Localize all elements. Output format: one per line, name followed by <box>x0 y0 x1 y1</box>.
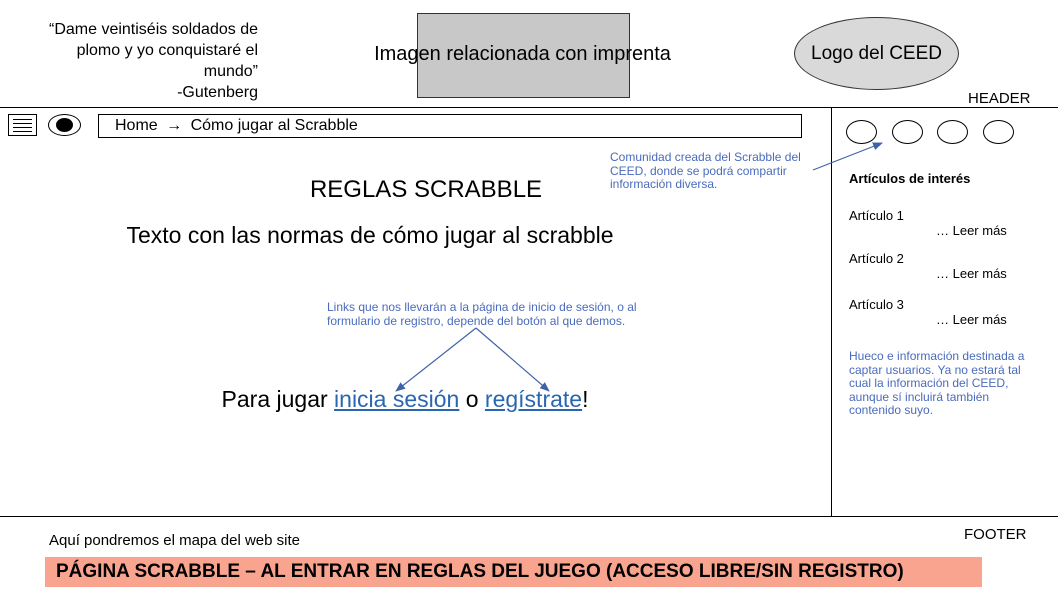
annotation-line: contenido suyo. <box>849 403 934 417</box>
annotation-line: CEED, donde se podrá compartir <box>610 163 787 178</box>
ceed-logo[interactable]: Logo del CEED <box>794 17 959 90</box>
read-more-link[interactable]: … Leer más <box>936 266 1007 281</box>
sitemap-placeholder: Aquí pondremos el mapa del web site <box>49 532 300 549</box>
article-title[interactable]: Artículo 2 <box>849 251 904 266</box>
read-more-link[interactable]: … Leer más <box>936 223 1007 238</box>
community-circle-icon[interactable] <box>983 120 1014 144</box>
register-link[interactable]: regístrate <box>484 386 583 412</box>
cta-suffix: ! <box>582 386 589 412</box>
eye-icon[interactable] <box>48 114 81 136</box>
aside-divider <box>831 107 832 516</box>
links-annotation: Links que nos llevarán a la página de in… <box>327 300 657 328</box>
page-banner: PÁGINA SCRABBLE – AL ENTRAR EN REGLAS DE… <box>45 557 982 587</box>
arrow-to-login <box>395 327 477 392</box>
annotation-line: cual la información del CEED, <box>849 376 1009 390</box>
cta-prefix: Para jugar <box>221 386 335 412</box>
community-circle-icon[interactable] <box>937 120 968 144</box>
annotation-line: formulario de registro, depende del botó… <box>327 313 626 328</box>
header-divider <box>0 107 1058 108</box>
community-annotation: Comunidad creada del Scrabble del CEED, … <box>610 150 820 192</box>
quote-line: mundo” <box>203 63 258 80</box>
annotation-line: información diversa. <box>610 177 718 191</box>
breadcrumb: Home → Cómo jugar al Scrabble <box>98 114 802 138</box>
header-image-caption: Imagen relacionada con imprenta <box>374 43 671 65</box>
breadcrumb-home[interactable]: Home <box>115 117 158 134</box>
menu-icon[interactable] <box>8 114 37 136</box>
article-title[interactable]: Artículo 3 <box>849 297 904 312</box>
article-title[interactable]: Artículo 1 <box>849 208 904 223</box>
community-circle-icon[interactable] <box>892 120 923 144</box>
annotation-line: Comunidad creada del Scrabble del <box>610 150 801 164</box>
footer-tag: FOOTER <box>964 526 1027 543</box>
arrow-to-register <box>475 327 550 392</box>
header-tag: HEADER <box>968 90 1031 107</box>
login-call-to-action: Para jugar inicia sesión o regístrate! <box>160 386 650 413</box>
footer-divider <box>0 516 1058 517</box>
articles-heading: Artículos de interés <box>849 171 971 186</box>
page-title: REGLAS SCRABBLE <box>309 176 543 203</box>
breadcrumb-arrow-icon: → <box>166 117 183 134</box>
breadcrumb-current: Cómo jugar al Scrabble <box>190 117 358 134</box>
annotation-line: Links que nos llevarán a la página de in… <box>327 300 637 314</box>
quote-author: -Gutenberg <box>177 84 258 101</box>
arrow-to-community <box>812 142 883 171</box>
header-quote: “Dame veintiséis soldados de plomo y yo … <box>20 19 258 103</box>
rules-text: Texto con las normas de cómo jugar al sc… <box>126 222 614 248</box>
cta-middle: o <box>459 386 485 412</box>
quote-line: plomo y yo conquistaré el <box>76 42 258 59</box>
community-circle-icon[interactable] <box>846 120 877 144</box>
header-image-placeholder <box>417 13 630 98</box>
annotation-line: aunque sí incluirá también <box>849 389 990 404</box>
login-link[interactable]: inicia sesión <box>334 386 460 412</box>
annotation-line: captar usuarios. Ya no estará tal <box>849 362 1021 377</box>
users-annotation: Hueco e información destinada a captar u… <box>849 349 1049 418</box>
annotation-line: Hueco e información destinada a <box>849 349 1025 363</box>
logo-text: Logo del CEED <box>811 42 942 64</box>
read-more-link[interactable]: … Leer más <box>936 312 1007 327</box>
quote-line: “Dame veintiséis soldados de <box>49 21 258 38</box>
